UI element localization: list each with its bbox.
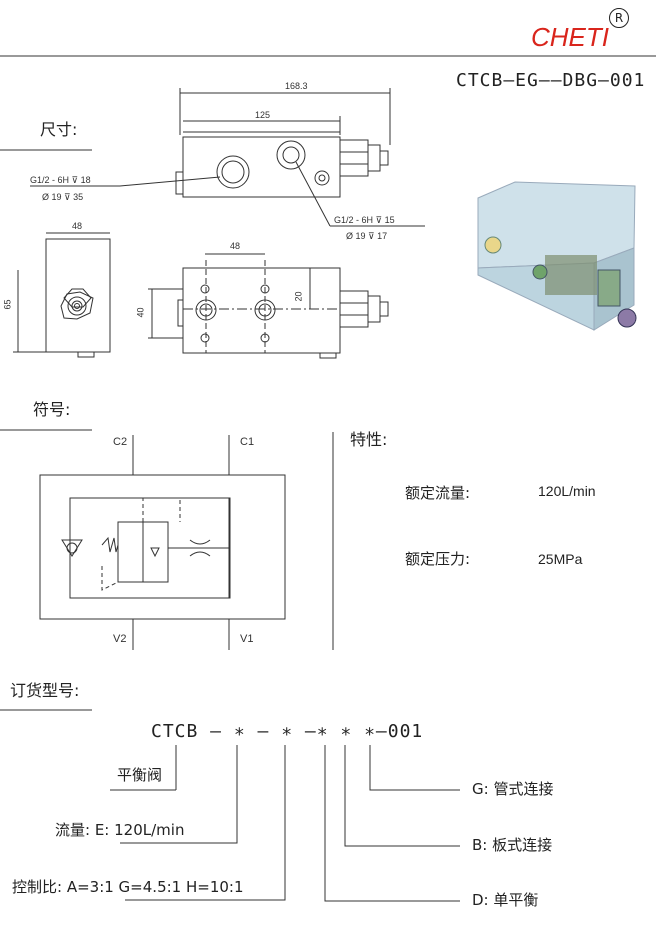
registered-mark: R — [609, 8, 629, 28]
hole-spacing-h-label: 48 — [230, 241, 241, 251]
hydraulic-symbol — [39, 435, 286, 650]
port-v1-label: V1 — [240, 633, 254, 645]
ordering-label: 订货型号: — [10, 681, 80, 700]
side-view — [13, 232, 111, 358]
order-left-item-2: 流量: E: 120L/min — [55, 821, 185, 839]
brand-logo: CHETI — [531, 24, 609, 50]
port-c2-label: C2 — [113, 436, 128, 448]
ordering-connectors — [110, 745, 460, 902]
port-v-thread-label: G1/2 - 6H ⊽ 18 — [30, 175, 91, 185]
model-number: CTCB—EG——DBG—001 — [456, 70, 646, 91]
body-length-label: 125 — [255, 110, 271, 120]
overall-length-label: 168.3 — [285, 81, 308, 91]
order-left-item-1: 平衡阀 — [117, 766, 163, 784]
side-height-label: 65 — [2, 299, 13, 310]
rated-flow-label: 额定流量: — [405, 484, 471, 502]
order-left-item-3: 控制比: A=3:1 G=4.5:1 H=10:1 — [12, 878, 244, 896]
symbol-label: 符号: — [33, 400, 71, 419]
order-right-item-2: B: 板式连接 — [472, 836, 553, 854]
order-right-item-1: G: 管式连接 — [472, 780, 554, 798]
valve-3d-render — [477, 181, 637, 331]
port-c-counterbore-label: Ø 19 ⊽ 17 — [346, 231, 388, 241]
order-right-item-3: D: 单平衡 — [472, 891, 539, 909]
characteristics-label: 特性: — [350, 430, 388, 449]
dimensions-label: 尺寸: — [40, 120, 78, 139]
rated-pressure-value: 25MPa — [538, 551, 583, 567]
side-width-label: 48 — [72, 221, 83, 231]
rated-flow-value: 120L/min — [538, 483, 596, 499]
port-v2-label: V2 — [113, 633, 127, 645]
port-v-counterbore-label: Ø 19 ⊽ 35 — [42, 192, 84, 202]
hole-spacing-v-label: 40 — [135, 307, 146, 318]
hole-offset-label: 20 — [293, 291, 304, 302]
port-c1-label: C1 — [240, 436, 255, 448]
rated-pressure-label: 额定压力: — [405, 550, 471, 568]
port-c-thread-label: G1/2 - 6H ⊽ 15 — [334, 215, 395, 225]
brand-name: CHETI — [531, 22, 609, 52]
top-view — [148, 253, 389, 359]
order-code: CTCB — ∗ — ∗ —∗ ∗ ∗—001 — [151, 721, 424, 742]
front-view — [30, 88, 425, 227]
registered-letter: R — [614, 11, 624, 25]
